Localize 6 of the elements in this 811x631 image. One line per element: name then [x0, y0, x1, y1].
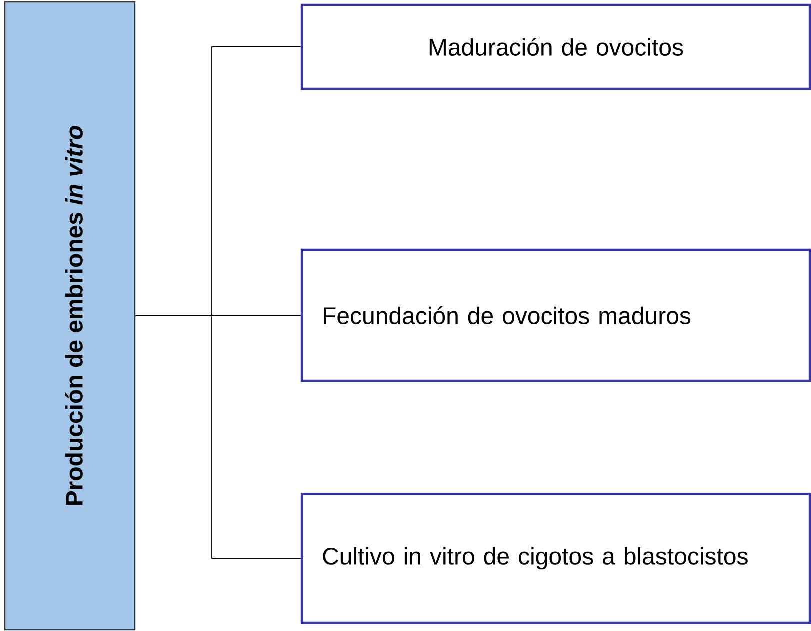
step-box: Maduración de ovocitos — [300, 4, 811, 90]
step-box: Cultivo in vitro de cigotos a blastocistos — [300, 492, 811, 624]
node-label: Producción de embriones in vitro — [65, 126, 83, 506]
title-bar — [4, 1, 136, 631]
step-box: Fecundación de ovocitos maduros — [300, 248, 811, 382]
connector-line — [135, 316, 302, 559]
